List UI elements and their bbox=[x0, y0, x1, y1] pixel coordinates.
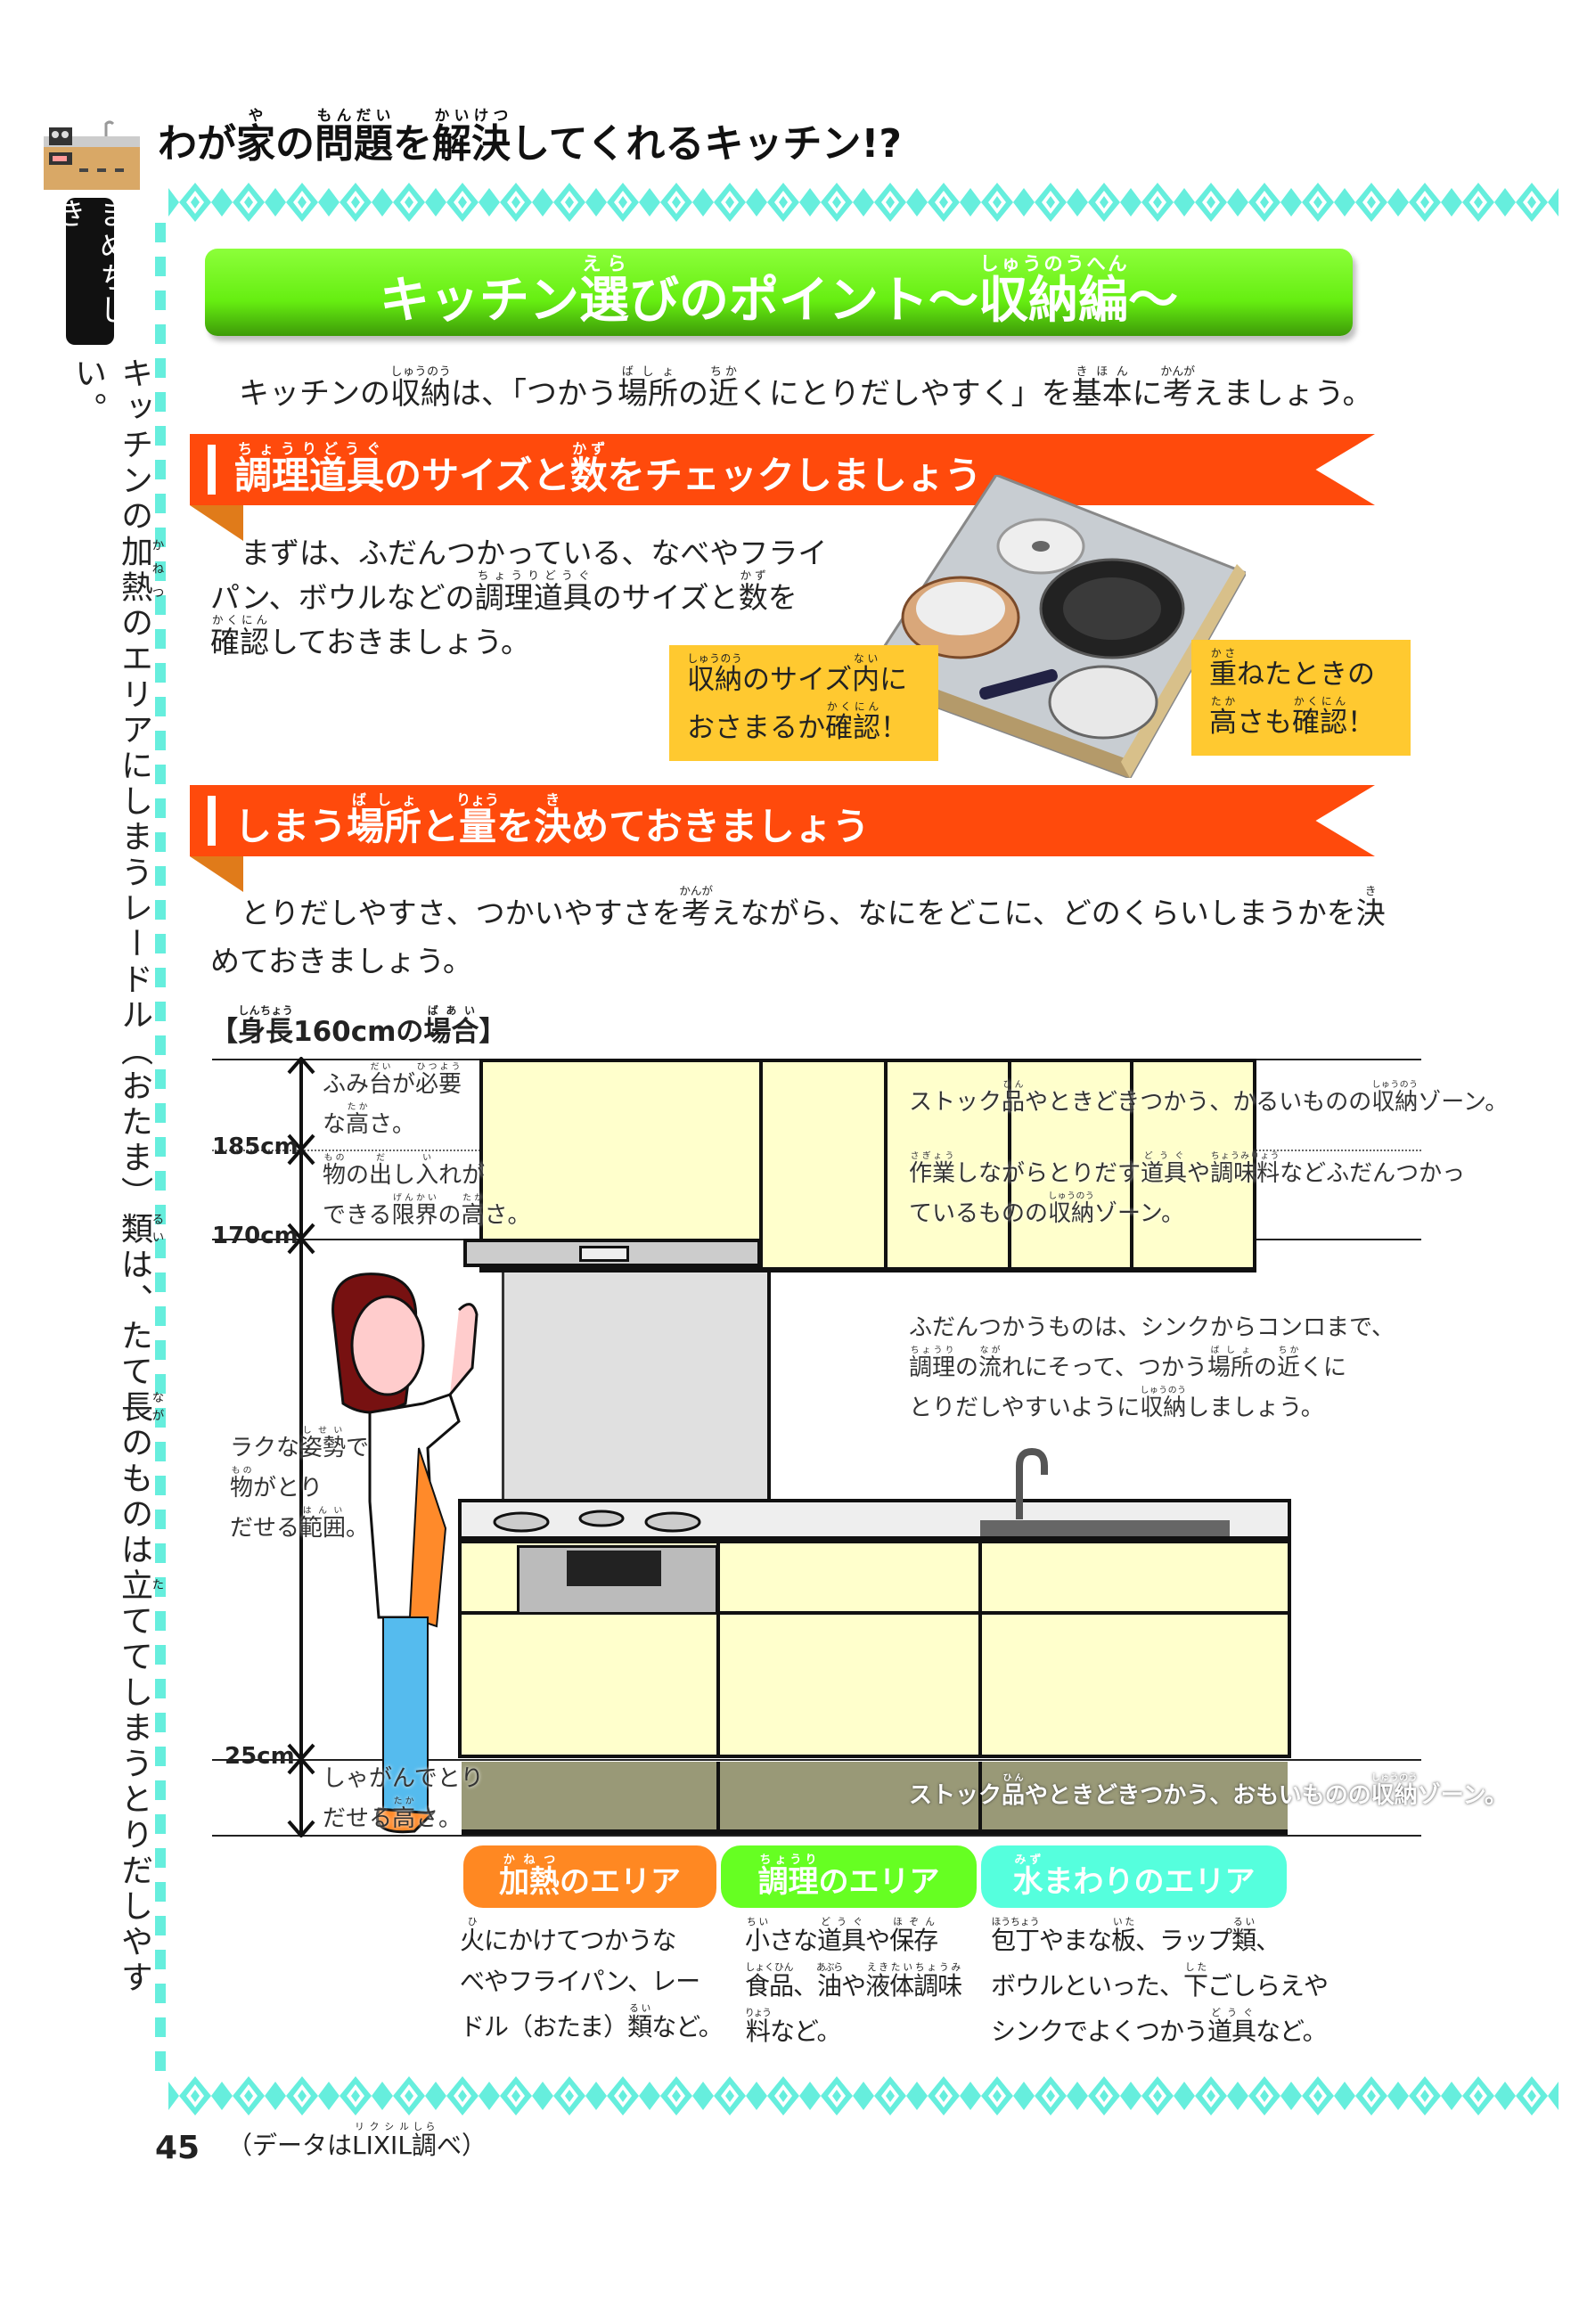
text-line: 包丁ほうちょうやまな板いた、ラップ類るい、 bbox=[991, 1916, 1280, 1955]
callout-stack-height: 重かさねたときの高たかさも確認かくにん！ bbox=[1191, 640, 1411, 756]
text-line: な高たかさ。 bbox=[323, 1102, 416, 1138]
kitchen-icon bbox=[44, 120, 140, 190]
mark-25cm: 25cm bbox=[225, 1743, 295, 1770]
flow-note: ふだんつかうものは、シンクからコンロまで、調理ちょうりの流ながれにそって、つかう… bbox=[909, 1310, 1395, 1426]
height-arrows bbox=[287, 1057, 315, 1837]
hood-handle bbox=[579, 1246, 629, 1262]
cabinet-divider bbox=[759, 1059, 763, 1272]
plinth-divider bbox=[978, 1762, 982, 1835]
text-line: ドル（おたま）類るいなど。 bbox=[460, 2002, 724, 2042]
text-line: 物ものの出だし入いれが bbox=[323, 1153, 486, 1189]
text-line: 重かさねたときの bbox=[1209, 647, 1375, 691]
oven-window bbox=[567, 1551, 661, 1586]
diamond-border-bottom bbox=[168, 2076, 1559, 2115]
text-line: ふだんつかうものは、シンクからコンロまで、 bbox=[909, 1314, 1395, 1341]
text-line: 火ひにかけてつかうな bbox=[460, 1916, 676, 1955]
text-line: 調理ちょうりの流ながれにそって、つかう場所ばしょの近ちかくに bbox=[909, 1346, 1346, 1381]
backsplash bbox=[502, 1272, 771, 1506]
label-step-needed: ふみ台だいが必要ひつような高たかさ。 bbox=[323, 1062, 462, 1142]
page-number: 45 bbox=[155, 2130, 200, 2166]
cabinet-divider bbox=[884, 1059, 888, 1272]
diamond-border-top bbox=[168, 183, 1559, 222]
upper-cabinet bbox=[479, 1059, 1256, 1272]
text-line: 作業さぎょうしながらとりだす道具どうぐや調味料ちょうみりょうなどふだんつかっ bbox=[909, 1151, 1466, 1187]
dashed-margin-line bbox=[155, 223, 166, 2081]
text-line: だせる高たかさ。 bbox=[323, 1796, 462, 1832]
intro-text: キッチンの収納しゅうのうは、「つかう場所ばしょの近ちかくにとりだしやすく」を基本… bbox=[239, 365, 1373, 412]
cabinet-divider bbox=[1008, 1059, 1011, 1272]
area-prep: 調理ちょうりのエリア bbox=[721, 1845, 977, 1908]
text-line: ているものの収納しゅうのうゾーン。 bbox=[909, 1191, 1185, 1227]
area-prep-desc: 小ちいさな道具どうぐや保存ほぞん食品しょくひん、油あぶらや液体調味えきたいちょう… bbox=[745, 1916, 962, 2052]
zone-lower-text: ストック品ひんやときどきつかう、おもいものの収納しゅうのうゾーン。 bbox=[909, 1773, 1508, 1809]
label-crouch: しゃがんでとりだせる高たかさ。 bbox=[323, 1761, 484, 1837]
side-tag: まめちしき bbox=[50, 198, 129, 345]
section1-body: まずは、ふだんつかっている、なべやフライパン、ボウルなどの調理道具ちょうりどうぐ… bbox=[210, 536, 828, 659]
drawer-line bbox=[458, 1611, 1291, 1615]
section1-heading: 調理道具ちょうりどうぐのサイズと数かずをチェックしましょう bbox=[190, 434, 1375, 505]
zone-upper-text: ストック品ひんやときどきつかう、かるいものの収納しゅうのうゾーン。 bbox=[909, 1080, 1509, 1116]
text-line: シンクでよくつかう道具どうぐなど。 bbox=[991, 2007, 1328, 2046]
text-line: 物ものがとり bbox=[230, 1466, 323, 1502]
side-tip-text: キッチンの加熱かねつのエリアにしまうレードル（おたま）類るいは、たて長ながのもの… bbox=[70, 356, 164, 1996]
text-line: 高たかさも確認かくにん！ bbox=[1209, 695, 1375, 739]
text-line: 収納しゅうのうのサイズ内ないに bbox=[687, 652, 908, 696]
mark-170cm: 170cm bbox=[212, 1223, 299, 1249]
sink bbox=[980, 1520, 1230, 1536]
text-line: べやフライパン、レー bbox=[460, 1967, 700, 1996]
text-line: おさまるか確認かくにん！ bbox=[687, 700, 908, 744]
diagram-heading: 【身長しんちょう160cmの場合ばあい】 bbox=[210, 1004, 507, 1048]
section2-body: とりだしやすさ、つかいやすさを考かんがえながら、なにをどこに、どのくらいしまうか… bbox=[210, 884, 1386, 978]
text-line: ふみ台だいが必要ひつよう bbox=[323, 1062, 462, 1098]
lower-cabinet-sink bbox=[978, 1540, 1291, 1758]
text-line: とりだしやすいように収納しゅうのうしましょう。 bbox=[909, 1386, 1324, 1421]
label-easy-reach: ラクな姿勢しせいで物ものがとりだせる範囲はんい。 bbox=[230, 1426, 369, 1546]
cabinet-divider bbox=[1130, 1059, 1133, 1272]
zone-middle-text: 作業さぎょうしながらとりだす道具どうぐや調味料ちょうみりょうなどふだんつかってい… bbox=[909, 1151, 1465, 1232]
area-water: 水みずまわりのエリア bbox=[981, 1845, 1287, 1908]
text-line: 食品しょくひん、油あぶらや液体調味えきたいちょうみ bbox=[745, 1961, 962, 2001]
plinth-drawers bbox=[462, 1762, 1288, 1835]
area-heat: 加熱かねつのエリア bbox=[463, 1845, 716, 1908]
plinth-divider bbox=[716, 1762, 720, 1835]
callout-fits-storage: 収納しゅうのうのサイズ内ないにおさまるか確認かくにん！ bbox=[669, 645, 938, 761]
text-line: できる限界げんかいの高たかさ。 bbox=[323, 1193, 531, 1229]
data-source-note: （データはLIXILリクシル調しらべ） bbox=[227, 2121, 487, 2160]
line-25 bbox=[212, 1759, 1421, 1761]
area-heat-desc: 火ひにかけてつかうなべやフライパン、レードル（おたま）類るいなど。 bbox=[460, 1916, 724, 2048]
stove-burners bbox=[493, 1510, 701, 1533]
text-line: だせる範囲はんい。 bbox=[230, 1506, 370, 1542]
lower-cabinet-prep bbox=[716, 1540, 982, 1758]
faucet-icon bbox=[1016, 1448, 1048, 1519]
woman-illustration bbox=[331, 1272, 479, 1834]
section2-heading: しまう場所ばしょと量りょうを決きめておきましょう bbox=[190, 785, 1375, 856]
line-floor bbox=[212, 1835, 1421, 1837]
mark-185cm: 185cm bbox=[212, 1133, 299, 1160]
label-reach-limit: 物ものの出だし入いれができる限界げんかいの高たかさ。 bbox=[323, 1153, 531, 1233]
text-line: 料りょうなど。 bbox=[745, 2007, 842, 2046]
text-line: ラクな姿勢しせいで bbox=[230, 1426, 370, 1461]
section-banner: キッチン選えらびのポイント～収納編しゅうのうへん～ bbox=[205, 249, 1353, 336]
text-line: 小ちいさな道具どうぐや保存ほぞん bbox=[745, 1916, 938, 1955]
text-line: ボウルといった、下したごしらえや bbox=[991, 1961, 1329, 2001]
page-title: わが家やの問題もんだいを解決かいけつしてくれるキッチン!? bbox=[158, 106, 902, 167]
area-water-desc: 包丁ほうちょうやまな板いた、ラップ類るい、ボウルといった、下したごしらえやシンク… bbox=[991, 1916, 1329, 2052]
text-line: しゃがんでとり bbox=[323, 1765, 484, 1792]
